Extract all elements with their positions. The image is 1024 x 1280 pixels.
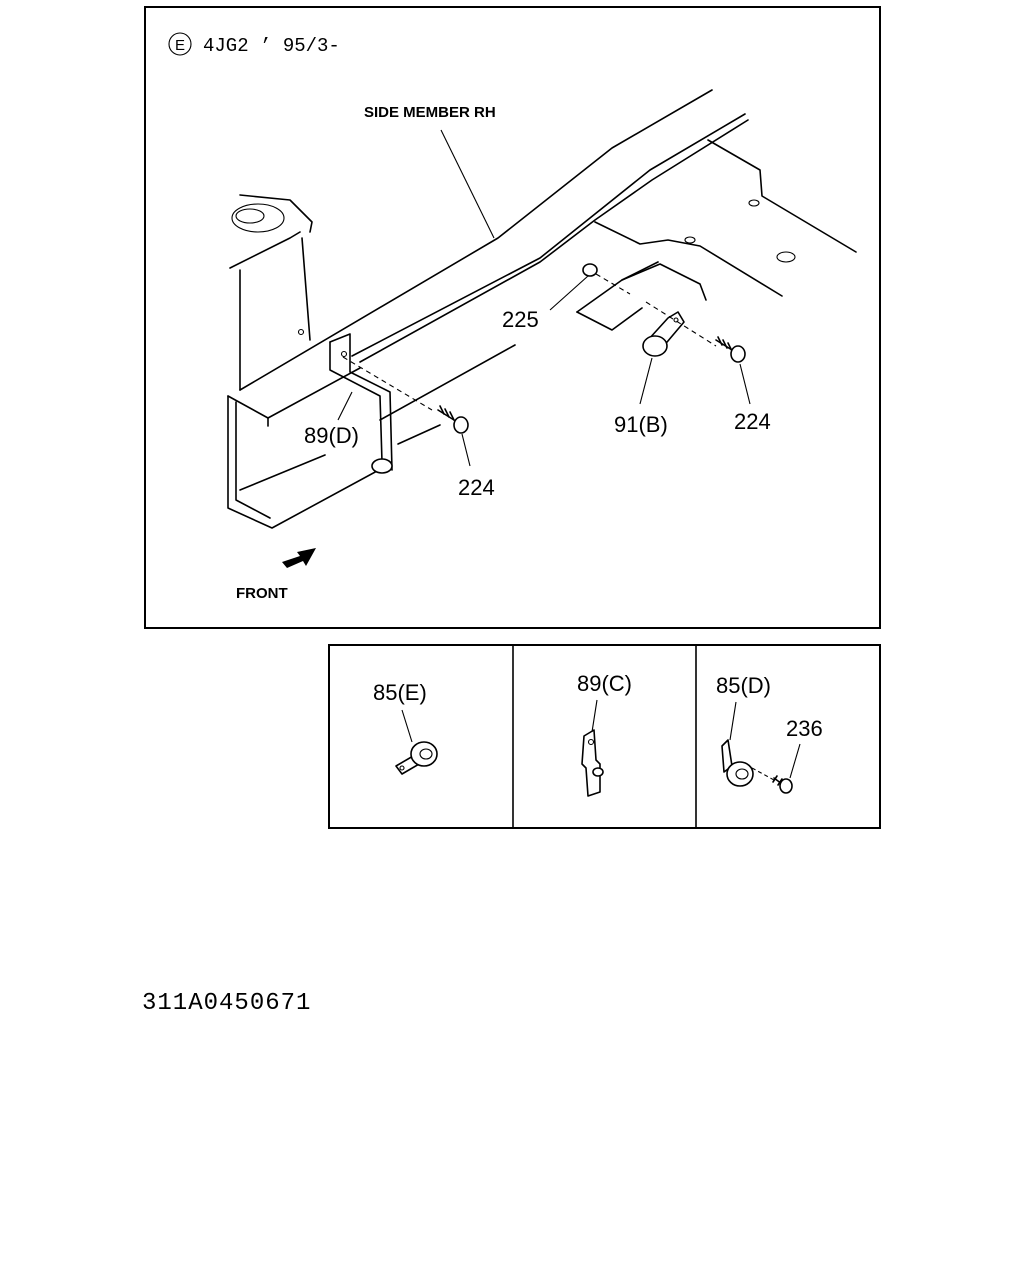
box-inner-line xyxy=(239,454,326,491)
detail-89c-leader xyxy=(591,699,598,733)
floor-hole-1 xyxy=(748,199,760,207)
side-member-leader xyxy=(440,129,495,239)
bolt-224-right-head xyxy=(730,345,746,363)
callout-89d: 89(D) xyxy=(304,423,359,448)
detail-236-leader xyxy=(789,743,801,779)
detail-89c-hole xyxy=(587,738,595,746)
main-view-frame xyxy=(144,6,881,629)
clip-91b-hole xyxy=(673,317,679,323)
detail-89c-nut xyxy=(592,767,604,777)
tank-right-edge xyxy=(301,237,311,341)
bolt-224-left-thread xyxy=(439,405,455,421)
leader-225 xyxy=(549,275,589,311)
detail-panel-85d: 85(D) 236 xyxy=(716,673,823,794)
detail-panels: 85(E) 89(C) 85(D) 236 xyxy=(328,644,881,829)
detail-236-label: 236 xyxy=(786,716,823,741)
frame-drawing xyxy=(227,89,857,529)
bolt-225 xyxy=(582,263,631,295)
variant-badge-letter: E xyxy=(175,37,185,54)
bracket-89d-strap-outer xyxy=(329,333,393,471)
document-id: 311A0450671 xyxy=(142,990,312,1017)
detail-85e-loop xyxy=(410,741,438,767)
bolt-224-left xyxy=(437,405,469,434)
leader-224-right xyxy=(739,363,751,405)
variant-badge: E xyxy=(168,32,192,56)
variant-badge-circle xyxy=(168,32,192,56)
detail-panel-85e: 85(E) xyxy=(373,680,438,775)
detail-85d-loop xyxy=(726,761,754,787)
side-member-label: SIDE MEMBER RH xyxy=(364,104,496,121)
detail-85e-leader xyxy=(401,709,413,743)
clip-91b-loop xyxy=(642,335,668,357)
crossmember-edge xyxy=(594,221,783,297)
bracket-89d-clip xyxy=(371,458,393,474)
bolt-225-axis xyxy=(595,273,631,295)
box-front-face xyxy=(227,395,391,529)
callout-224-right: 224 xyxy=(734,409,771,434)
bracket-plate-top xyxy=(576,263,707,313)
clip-91b-axis xyxy=(645,301,717,347)
detail-85d-label: 85(D) xyxy=(716,673,771,698)
front-label: FRONT xyxy=(236,585,288,602)
bolt-224-left-head xyxy=(453,416,469,434)
side-member-bottom-edge-2 xyxy=(397,424,441,445)
bracket-89d xyxy=(329,333,433,474)
side-member-lower-edge xyxy=(359,119,749,363)
detail-85d-leader xyxy=(729,701,737,741)
side-member-mid-edge xyxy=(351,113,746,357)
callout-225: 225 xyxy=(502,307,539,332)
bracket-plate-front xyxy=(576,307,643,331)
frame-hole-small xyxy=(297,328,305,336)
detail-85d-loop-inner xyxy=(735,768,749,780)
detail-85e-loop-inner xyxy=(419,748,433,760)
detail-89c-label: 89(C) xyxy=(577,671,632,696)
detail-85e-hole xyxy=(399,765,405,771)
detail-236-bolt-head xyxy=(779,778,793,794)
variant-code: 4JG2 ’ 95/3- xyxy=(203,35,340,57)
leader-224-left xyxy=(461,433,471,467)
detail-panel-89c: 89(C) xyxy=(577,671,632,797)
bolt-224-left-shank xyxy=(437,409,455,421)
bolt-224-right xyxy=(715,336,746,363)
leader-89d xyxy=(337,391,353,421)
tank-cap-ring-inner xyxy=(235,208,265,224)
detail-85e-label: 85(E) xyxy=(373,680,427,705)
floor-hole-2 xyxy=(776,251,796,263)
bolt-225-head xyxy=(582,263,598,277)
side-member-bottom-edge xyxy=(379,344,516,421)
tank-cap-outline xyxy=(239,194,313,233)
detail-85d-axis xyxy=(751,767,775,781)
detail-89c-bracket xyxy=(581,729,601,797)
box-inner-edge xyxy=(235,401,271,519)
tank-cap-ring-outer xyxy=(231,203,285,233)
bolt-224-right-shank xyxy=(715,339,733,351)
floor-edge xyxy=(707,139,857,253)
callout-224-left: 224 xyxy=(458,475,495,500)
bracket-89d-hole xyxy=(340,350,348,358)
clip-91b xyxy=(642,301,717,357)
clip-91b-tab xyxy=(647,311,685,349)
callout-91b: 91(B) xyxy=(614,412,668,437)
bracket-89d-strap-inner xyxy=(329,341,383,463)
leader-91b xyxy=(639,357,653,405)
front-arrow-icon xyxy=(282,548,316,568)
tank-top-edge xyxy=(229,231,301,269)
detail-panels-frame xyxy=(328,644,881,829)
bracket-plate-mid xyxy=(621,261,659,281)
crossmember-hole xyxy=(684,236,696,244)
side-member-top-edge xyxy=(239,89,713,391)
